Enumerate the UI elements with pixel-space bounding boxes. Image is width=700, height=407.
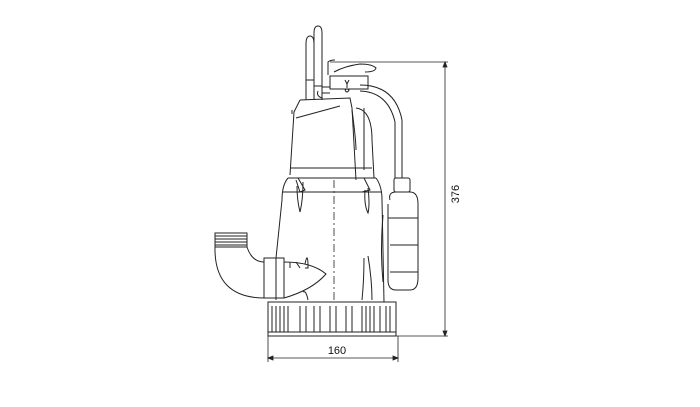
width-dimension	[266, 336, 400, 362]
housing-fins	[295, 177, 371, 215]
discharge-elbow	[214, 232, 327, 299]
strainer-base	[267, 301, 397, 337]
float-switch	[381, 177, 419, 291]
float-cable	[359, 84, 403, 178]
motor-housing-upper	[288, 97, 376, 181]
top-cap	[317, 59, 377, 99]
height-dimension-label: 376	[450, 184, 462, 204]
cable-handles	[305, 25, 323, 100]
height-dimension	[330, 60, 448, 338]
motor-housing-lower	[275, 177, 385, 303]
width-dimension-label: 160	[327, 345, 347, 357]
lower-fins	[302, 255, 373, 301]
